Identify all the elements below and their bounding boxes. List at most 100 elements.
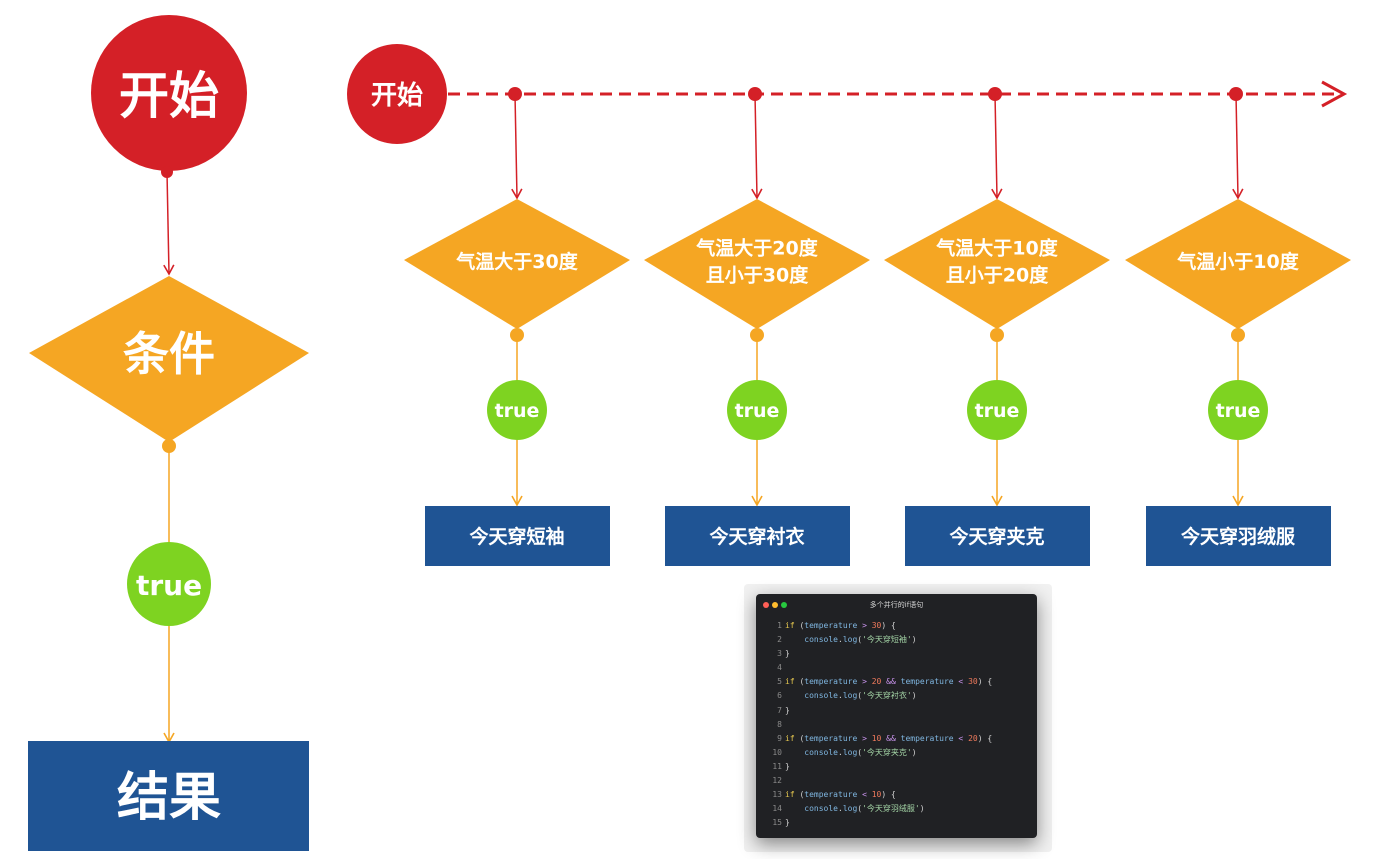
code-token: . [837, 691, 843, 701]
line-number: 1 [777, 621, 782, 630]
code-token: ( [857, 804, 863, 814]
code-token [785, 691, 804, 700]
branch-result-label: 今天穿羽绒服 [1180, 525, 1296, 548]
code-token: . [837, 747, 843, 757]
code-token: && [881, 733, 901, 743]
branch-result-label: 今天穿夹克 [948, 525, 1044, 548]
code-token: > [857, 621, 872, 630]
branch-true-node [487, 380, 547, 440]
code-token: ) [911, 635, 917, 645]
branch-arrow [511, 93, 523, 200]
code-token: } [785, 818, 790, 828]
code-token: > [857, 677, 872, 687]
result-node [28, 741, 309, 851]
branch-condition-node [644, 199, 870, 329]
code-line: 2 console.log('今天穿短袖') [756, 633, 1037, 647]
condition-node [29, 276, 309, 442]
code-token: ( [857, 635, 863, 645]
branch-true-node [1208, 380, 1268, 440]
line-number: 12 [772, 776, 782, 786]
code-token: '今天穿羽绒服' [862, 804, 920, 814]
branch-true-node [727, 380, 787, 440]
code-token: 20 [871, 677, 882, 687]
code-line: 11} [756, 760, 1037, 774]
branch-true-label: true [495, 400, 540, 422]
close-window-dot-icon[interactable] [763, 602, 769, 608]
start-node [91, 15, 247, 171]
code-token: ( [857, 691, 863, 701]
code-line: 15} [756, 816, 1037, 830]
line-number: 11 [772, 761, 782, 771]
branch-result-node [425, 506, 610, 566]
code-line: 7} [756, 704, 1037, 718]
code-token: < [857, 790, 872, 800]
line-number: 7 [777, 705, 782, 715]
branch-arrow [1232, 93, 1244, 200]
line-number: 3 [777, 649, 782, 659]
branch-condition-label: 气温大于30度 [455, 250, 578, 273]
branch-condition-node [1125, 199, 1351, 329]
line-number: 10 [772, 747, 782, 757]
code-window-title: 多个并行的if语句 [869, 601, 924, 609]
code-line: 8 [756, 718, 1037, 732]
line-number: 2 [777, 635, 782, 645]
code-token: > [857, 733, 872, 743]
branch-result-node [1146, 506, 1331, 566]
code-line: 12 [756, 774, 1037, 788]
condition-connector-dot [162, 439, 176, 453]
code-token: < [953, 677, 969, 687]
code-token: ( [857, 747, 863, 757]
code-token: if [785, 621, 795, 630]
multi-start-node-label: 开始 [371, 81, 423, 111]
code-token: log [842, 747, 858, 757]
code-token: console [804, 747, 838, 757]
branch-result-label: 今天穿衬衣 [708, 525, 804, 548]
branch-condition-label: 气温大于20度 [695, 237, 818, 260]
code-token [785, 635, 804, 644]
code-token: console [804, 635, 838, 645]
code-token: ) [911, 691, 917, 701]
code-token: temperature [804, 621, 858, 630]
branch-condition-label: 气温小于10度 [1176, 250, 1299, 273]
code-token: } [785, 705, 790, 715]
code-token: ( [794, 621, 805, 630]
line-number: 15 [772, 818, 782, 828]
code-token: ) [919, 804, 925, 814]
code-token: . [837, 635, 843, 645]
minimize-window-dot-icon[interactable] [772, 602, 778, 608]
branch-group: 气温大于30度true今天穿短袖气温大于20度且小于30度true今天穿衬衣气温… [404, 87, 1351, 566]
code-token: console [804, 691, 838, 701]
code-token [785, 748, 804, 757]
branch-arrow [751, 93, 763, 200]
branch-true-node [967, 380, 1027, 440]
code-token: ) { [881, 790, 896, 800]
branch-arrow [991, 93, 1003, 200]
branch-condition-label: 且小于20度 [946, 264, 1049, 287]
code-token: if [785, 733, 795, 743]
code-token: ) { [977, 677, 993, 687]
branch-result-node [665, 506, 850, 566]
true-node [127, 542, 211, 626]
code-token: . [837, 804, 843, 814]
result-node-label: 结果 [117, 768, 221, 828]
code-token: ) { [977, 733, 993, 743]
branch-true-label: true [1216, 400, 1261, 422]
code-token: 30 [871, 621, 882, 630]
branch-true-label: true [735, 400, 780, 422]
code-token: ) [911, 747, 917, 757]
code-token: '今天穿短袖' [862, 635, 912, 645]
code-token: ( [794, 733, 805, 743]
code-token: temperature [900, 733, 954, 743]
line-number: 6 [777, 691, 782, 701]
branch-condition-label: 气温大于10度 [935, 237, 1058, 260]
code-token: && [881, 677, 901, 687]
maximize-window-dot-icon[interactable] [781, 602, 787, 608]
code-token: '今天穿衬衣' [862, 691, 912, 701]
code-window-titlebar: 多个并行的if语句 [756, 594, 1037, 616]
